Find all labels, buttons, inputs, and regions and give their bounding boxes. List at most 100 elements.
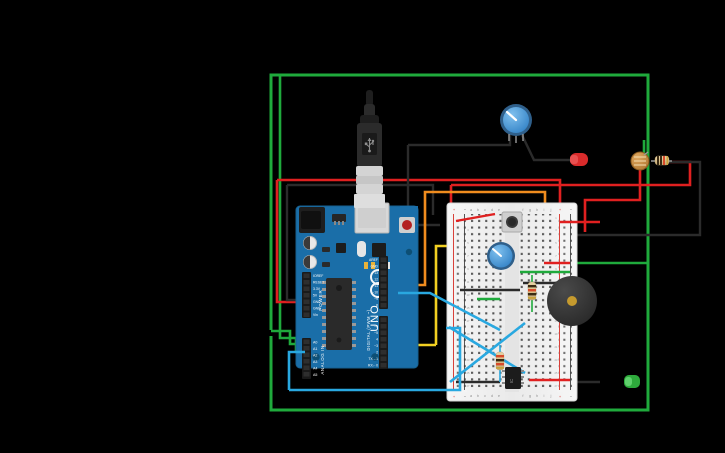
svg-text:+: + (453, 394, 456, 399)
wire-green-outer-right[interactable] (269, 73, 650, 330)
digital-header-top[interactable] (379, 256, 388, 309)
svg-text:21: 21 (555, 345, 558, 349)
trimpot-top[interactable] (500, 104, 532, 143)
svg-text:21: 21 (467, 345, 470, 349)
photoresistor[interactable] (630, 151, 650, 171)
svg-text:GND: GND (313, 307, 321, 311)
svg-text:~5: ~5 (374, 331, 378, 335)
svg-text:A3: A3 (313, 360, 317, 364)
svg-text:19: 19 (467, 332, 470, 336)
svg-text:17: 17 (467, 319, 470, 323)
svg-text:AREF: AREF (369, 258, 378, 262)
svg-text:c: c (484, 394, 486, 398)
svg-text:13: 13 (467, 293, 470, 297)
breadboard-rail-plus-labels: + + + + (453, 207, 562, 399)
svg-text:7: 7 (467, 254, 469, 258)
power-header[interactable] (302, 272, 311, 318)
wire-red-ldr-down[interactable] (583, 170, 642, 232)
wire-orange-signal[interactable] (423, 190, 547, 270)
svg-text:A2: A2 (313, 354, 317, 358)
svg-text:23: 23 (467, 358, 470, 362)
resistor-lower[interactable] (495, 345, 505, 382)
crystal (357, 241, 366, 257)
power-header-label: POWER (318, 289, 323, 310)
svg-text:RESET: RESET (313, 281, 324, 285)
svg-text:h: h (536, 394, 538, 398)
digital-header-label: DIGITAL (PWM ~) (366, 309, 371, 350)
svg-text:12: 12 (374, 278, 378, 282)
svg-text:23: 23 (555, 358, 558, 362)
svg-text:TX→1: TX→1 (368, 357, 378, 361)
analog-header[interactable] (302, 338, 311, 379)
svg-text:f: f (523, 394, 524, 398)
svg-text:g: g (529, 208, 531, 212)
analog-header-label: ANALOG IN (320, 345, 325, 374)
ic-chip[interactable]: IC (502, 367, 524, 389)
svg-text:~9: ~9 (374, 297, 378, 301)
wire-black-gnd-rail[interactable] (287, 183, 435, 215)
wire-black-trimpot-led[interactable] (520, 134, 570, 162)
svg-text:9: 9 (555, 267, 557, 271)
svg-text:−: − (464, 207, 467, 212)
wire-black-resistor-rail[interactable] (572, 160, 702, 237)
svg-text:−: − (570, 394, 573, 399)
svg-text:A1: A1 (313, 347, 317, 351)
usb-interface-chip (372, 243, 386, 257)
svg-text:5: 5 (555, 241, 557, 245)
svg-text:d: d (491, 208, 493, 212)
atmega-microcontroller (322, 278, 356, 350)
svg-text:17: 17 (555, 319, 558, 323)
svg-text:Vin: Vin (313, 313, 318, 317)
barrel-power-jack (299, 207, 325, 233)
trimpot-breadboard[interactable] (487, 242, 515, 270)
wire-blue-diag-2[interactable] (449, 321, 526, 384)
svg-text:IC: IC (509, 378, 514, 383)
wire-blue-diag-1[interactable] (448, 325, 526, 375)
svg-text:a: a (470, 208, 472, 212)
svg-text:g: g (529, 394, 531, 398)
wire-black-to-trimpot[interactable] (408, 132, 512, 147)
green-led[interactable] (624, 375, 640, 388)
digital-pin-labels-bottom: 7 ~6 ~5 4 ~3 2 TX→1 RX←0 (368, 318, 378, 368)
svg-text:b: b (477, 208, 479, 212)
svg-text:+: + (559, 394, 562, 399)
svg-text:A0: A0 (313, 341, 317, 345)
digital-header-bottom[interactable] (379, 316, 388, 369)
rail-holes-left (452, 216, 466, 388)
piezo-buzzer[interactable] (547, 276, 597, 326)
svg-text:RX←0: RX←0 (368, 364, 378, 368)
wire-green-outer-bottom[interactable] (269, 258, 650, 412)
svg-text:j: j (550, 394, 552, 398)
red-led[interactable] (570, 153, 588, 166)
svg-text:A4: A4 (313, 367, 317, 371)
svg-text:~11: ~11 (373, 284, 379, 288)
svg-text:~6: ~6 (374, 325, 378, 329)
wire-red-bb-1[interactable] (455, 212, 496, 223)
arduino-uno-board[interactable]: ARDUINO UNO IOREF RESET 3.3V 5V GND GND … (295, 202, 419, 379)
usb-cable[interactable] (354, 90, 385, 208)
svg-text:5: 5 (467, 241, 469, 245)
pushbutton[interactable] (501, 211, 523, 233)
svg-text:a: a (470, 394, 472, 398)
svg-text:A5: A5 (313, 373, 317, 377)
svg-text:j: j (550, 208, 552, 212)
reset-button[interactable] (399, 217, 415, 233)
svg-text:5V: 5V (313, 294, 318, 298)
svg-text:1: 1 (555, 216, 557, 220)
svg-text:GND: GND (313, 300, 321, 304)
svg-text:b: b (477, 394, 479, 398)
svg-text:+: + (453, 207, 456, 212)
svg-text:3.3V: 3.3V (313, 287, 321, 291)
svg-text:e: e (498, 394, 500, 398)
wire-blue-to-a2[interactable] (287, 350, 305, 390)
wire-blue-pin10[interactable] (398, 291, 501, 332)
resistor-right[interactable] (651, 155, 672, 166)
resistor-mid[interactable] (527, 275, 537, 312)
svg-text:15: 15 (467, 306, 470, 310)
svg-text:+: + (559, 207, 562, 212)
usb-b-port (354, 202, 390, 234)
